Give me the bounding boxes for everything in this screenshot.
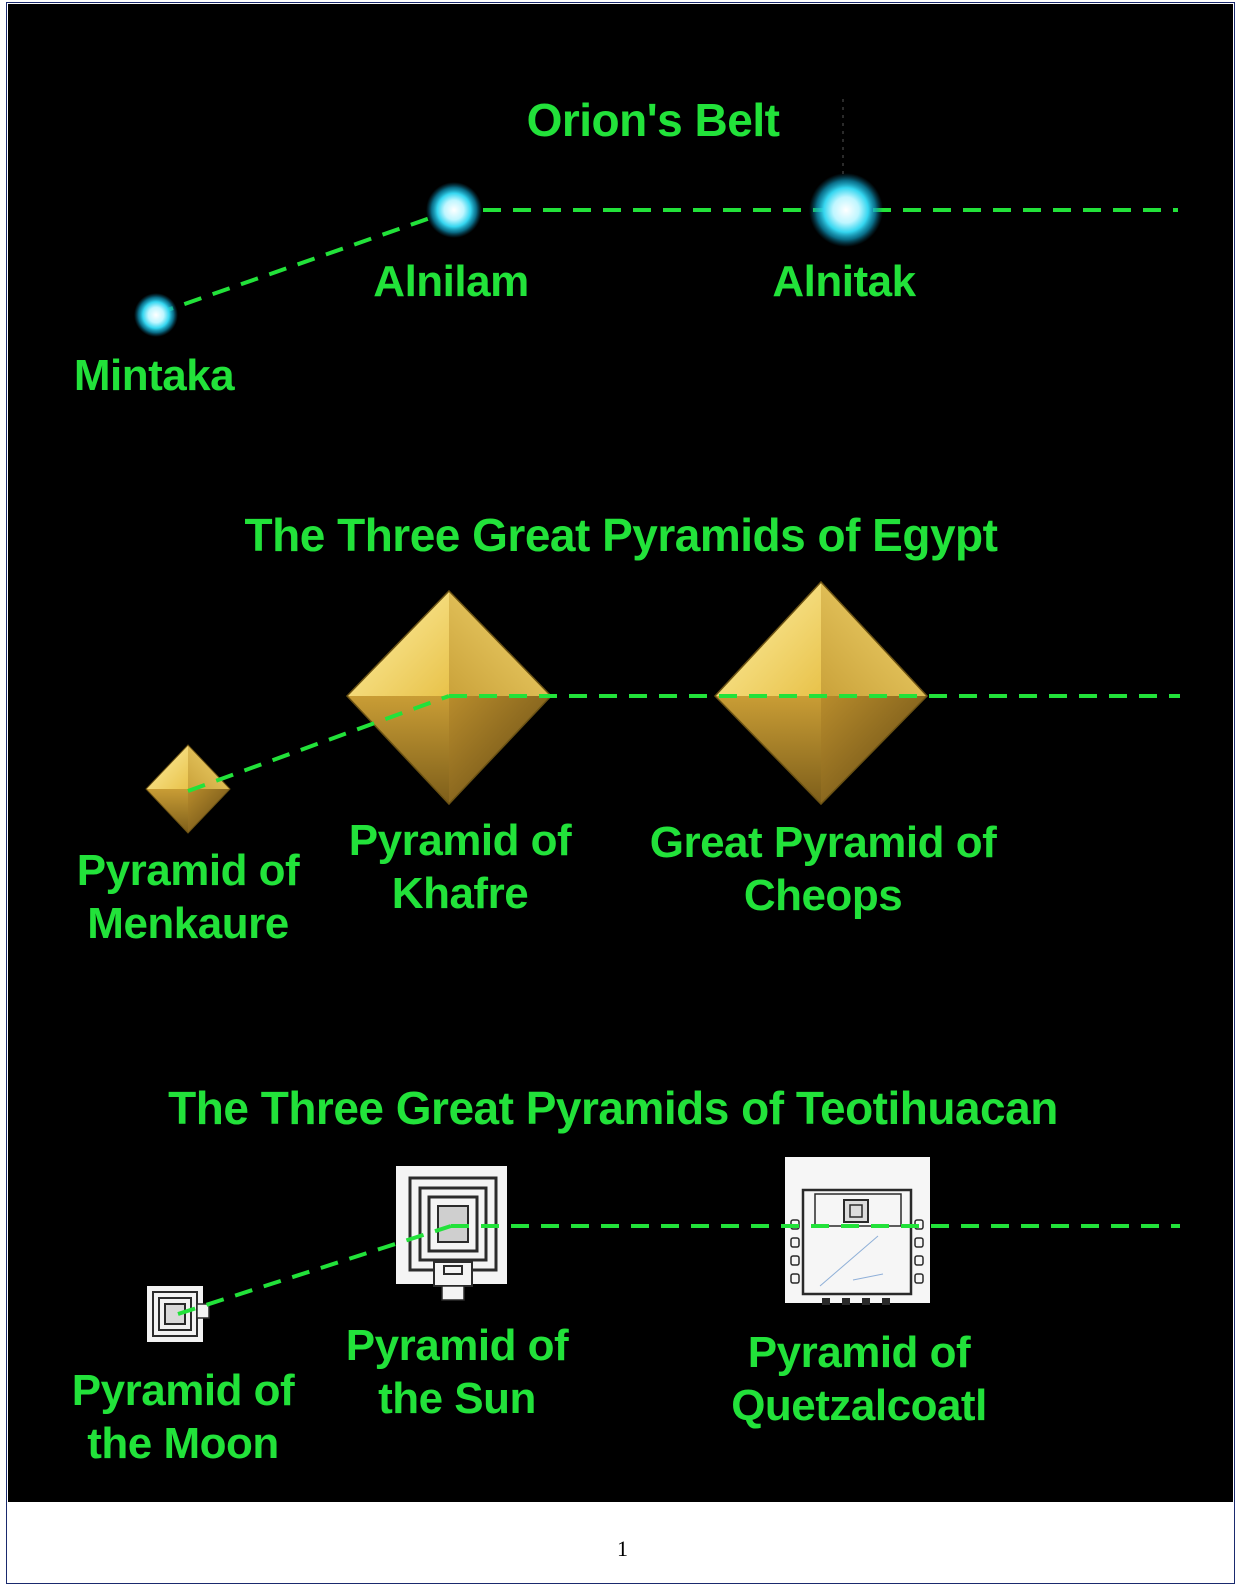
star-label-alnilam: Alnilam (373, 257, 529, 306)
page-frame: Orion's Belt Mintaka Alnilam Alnitak The… (6, 2, 1235, 1584)
pyramid-khafre (345, 589, 553, 806)
pyramid-label-khafre: Pyramid of Khafre (348, 816, 572, 918)
teotihuacan-title: The Three Great Pyramids of Teotihuacan (168, 1082, 1058, 1134)
pyramid-label-sun: Pyramid of the Sun (345, 1321, 569, 1423)
temple-plan-icon (785, 1157, 930, 1305)
blue-star-icon (426, 182, 482, 238)
diagram-panel: Orion's Belt Mintaka Alnilam Alnitak The… (8, 4, 1233, 1502)
page-number: 1 (617, 1536, 628, 1561)
egypt-alignment-line (187, 694, 1180, 793)
star-alnilam (426, 182, 482, 238)
star-label-mintaka: Mintaka (73, 351, 235, 400)
stepped-pyramid-plan-icon (147, 1286, 210, 1342)
pyramid-moon (147, 1286, 210, 1342)
teotihuacan-alignment-line (177, 1224, 1180, 1316)
star-alnitak (809, 173, 883, 247)
pyramid-label-moon: Pyramid of the Moon (71, 1366, 295, 1468)
egypt-title: The Three Great Pyramids of Egypt (244, 509, 998, 561)
pyramid-quetzalcoatl (785, 1157, 930, 1305)
star-mintaka (134, 293, 178, 337)
pyramid-label-cheops: Great Pyramid of Cheops (649, 818, 997, 920)
stepped-pyramid-plan-icon (396, 1166, 507, 1301)
star-label-alnitak: Alnitak (772, 257, 916, 306)
pyramid-label-quetzalcoatl: Pyramid of Quetzalcoatl (731, 1328, 987, 1430)
gold-pyramid-icon (345, 589, 553, 806)
blue-star-icon (134, 293, 178, 337)
diagram-artwork (134, 99, 1180, 1342)
orion-alignment-line (155, 208, 1178, 316)
pyramid-sun (396, 1166, 507, 1301)
gold-pyramid-icon (713, 580, 929, 806)
blue-star-icon (809, 173, 883, 247)
pyramid-label-menkaure: Pyramid of Menkaure (76, 846, 300, 948)
pyramid-cheops (713, 580, 929, 806)
orion-title: Orion's Belt (526, 94, 780, 146)
